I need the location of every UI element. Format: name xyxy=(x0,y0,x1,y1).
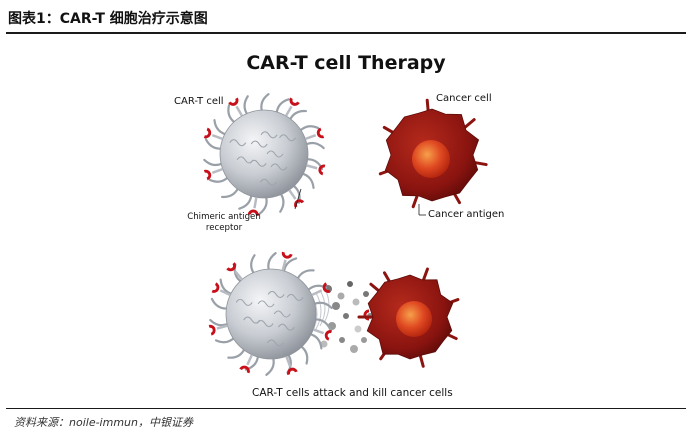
cell-surface-spike xyxy=(300,346,307,364)
cell-surface-spike xyxy=(268,253,275,271)
cell-surface-spike xyxy=(212,299,228,309)
car-t-cell xyxy=(204,94,325,216)
cell-surface-spike xyxy=(297,270,313,280)
granule xyxy=(339,337,345,343)
cell-surface-spike xyxy=(228,105,235,123)
cancer-cell-attacked xyxy=(359,269,458,366)
attack-caption: CAR-T cells attack and kill cancer cells xyxy=(252,387,453,399)
car-receptor-label: Chimeric antigen receptor xyxy=(174,212,274,234)
cell-surface-spike xyxy=(290,111,306,121)
cell-surface-spike xyxy=(216,337,235,342)
chimeric-antigen-receptor xyxy=(281,252,293,260)
cell-surface-spike xyxy=(228,348,244,358)
car-t-cell-body xyxy=(226,269,316,359)
granule xyxy=(363,291,369,297)
cell-surface-spike xyxy=(301,173,313,187)
receptor-stalk xyxy=(289,190,295,199)
cell-surface-spike xyxy=(214,120,226,134)
cart-diagram: CAR-T cell Therapy CAR-T cell Cancer cel… xyxy=(136,44,556,406)
granule xyxy=(343,313,349,319)
cell-surface-spike xyxy=(266,357,273,375)
cell-surface-spike xyxy=(309,334,321,349)
source-bar: 资料来源：noile-immun，中银证券 xyxy=(6,408,686,433)
cancer-cell-nucleus xyxy=(412,140,450,178)
receptor-stalk xyxy=(254,197,256,208)
cell-surface-spike xyxy=(251,255,254,274)
chimeric-antigen-receptor xyxy=(285,366,297,375)
cancer-antigen xyxy=(413,194,417,206)
granule xyxy=(353,299,360,306)
cell-surface-spike xyxy=(280,193,283,212)
granule xyxy=(338,293,345,300)
cancer-cell-nucleus xyxy=(396,301,432,337)
car-t-cell-attacking xyxy=(209,252,332,375)
chimeric-antigen-receptor xyxy=(209,324,217,336)
cell-surface-spike xyxy=(222,187,238,197)
cell-surface-spike xyxy=(206,139,222,149)
granule xyxy=(355,326,362,333)
cancer-antigen-label: Cancer antigen xyxy=(428,209,504,220)
receptor-stalk xyxy=(247,355,252,365)
receptor-stalk xyxy=(212,169,222,173)
granule xyxy=(332,302,340,310)
figure-caption-bar: 图表1：CAR-T 细胞治疗示意图 xyxy=(6,6,686,34)
cell-surface-spike xyxy=(239,194,251,209)
cancer-cell-label: Cancer cell xyxy=(436,93,492,104)
cart-cell-label: CAR-T cell xyxy=(174,96,224,107)
cancer-cell xyxy=(380,100,486,206)
cancer-antigen xyxy=(423,269,427,281)
cell-surface-spike xyxy=(245,96,248,115)
figure-caption: 图表1：CAR-T 细胞治疗示意图 xyxy=(8,8,208,28)
chimeric-antigen-receptor xyxy=(228,98,240,108)
cancer-antigen xyxy=(464,120,474,128)
granule xyxy=(347,281,353,287)
receptor-stalk xyxy=(212,135,222,139)
cell-surface-spike xyxy=(299,126,318,131)
chimeric-antigen-receptor xyxy=(323,328,332,340)
chimeric-antigen-receptor xyxy=(315,128,324,140)
source-note: 资料来源：noile-immun，中银证券 xyxy=(14,414,193,430)
granule xyxy=(361,337,367,343)
chimeric-antigen-receptor xyxy=(204,128,213,140)
car-receptor-label-line2: receptor xyxy=(174,223,274,234)
cell-surface-spike xyxy=(277,99,289,114)
diagram-title: CAR-T cell Therapy xyxy=(136,52,556,74)
receptor-stalk xyxy=(217,326,228,329)
receptor-stalk xyxy=(305,135,315,139)
cell-surface-spike xyxy=(261,94,268,112)
car-t-cell-body xyxy=(220,110,308,198)
granule xyxy=(350,345,358,353)
chimeric-antigen-receptor xyxy=(204,168,213,180)
car-receptor-label-line1: Chimeric antigen xyxy=(174,212,274,223)
receptor-stalk xyxy=(286,106,292,116)
receptor-stalk xyxy=(237,106,243,116)
receptor-stalk xyxy=(307,165,318,168)
cell-surface-spike xyxy=(210,177,229,182)
chimeric-antigen-receptor xyxy=(212,282,222,294)
receptor-stalk xyxy=(313,329,323,333)
